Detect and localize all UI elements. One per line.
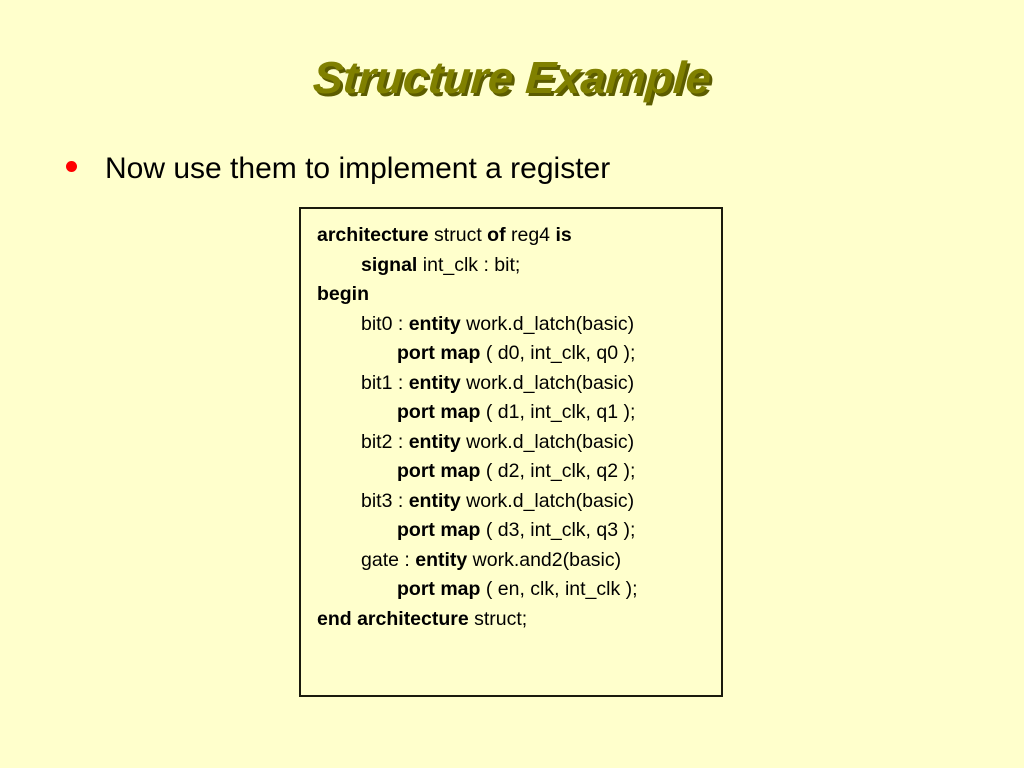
code-identifier: reg4 xyxy=(505,224,556,246)
code-identifier: work.d_latch(basic) xyxy=(460,312,635,335)
code-keyword: port map xyxy=(397,342,481,364)
code-identifier: work.d_latch(basic) xyxy=(460,489,635,512)
bullet-list-item: Now use them to implement a register xyxy=(66,152,610,186)
code-line: end architecture struct; xyxy=(311,605,711,635)
code-keyword: begin xyxy=(317,283,369,305)
code-identifier: bit1 : xyxy=(361,371,409,394)
code-line: bit2 : entity work.d_latch(basic) xyxy=(311,428,711,458)
bullet-dot-icon xyxy=(66,161,77,172)
code-line: bit1 : entity work.d_latch(basic) xyxy=(311,369,711,399)
code-keyword: port map xyxy=(397,401,481,423)
code-line: port map ( d3, int_clk, q3 ); xyxy=(311,516,711,546)
code-identifier: struct; xyxy=(468,607,528,630)
code-identifier: gate : xyxy=(361,548,416,571)
code-line: bit0 : entity work.d_latch(basic) xyxy=(311,310,711,340)
code-identifier: work.and2(basic) xyxy=(467,548,622,571)
code-keyword: is xyxy=(555,224,572,246)
code-keyword: entity xyxy=(408,371,461,394)
code-keyword: entity xyxy=(408,430,461,453)
code-identifier: ( d0, int_clk, q0 ); xyxy=(480,342,636,364)
code-identifier: ( d1, int_clk, q1 ); xyxy=(480,401,636,423)
code-keyword: of xyxy=(487,224,506,246)
code-identifier: work.d_latch(basic) xyxy=(460,430,635,453)
code-line: signal int_clk : bit; xyxy=(311,251,711,281)
code-identifier: ( d2, int_clk, q2 ); xyxy=(480,460,636,482)
code-line: port map ( d1, int_clk, q1 ); xyxy=(311,398,711,428)
code-line: gate : entity work.and2(basic) xyxy=(311,546,711,576)
code-line: port map ( en, clk, int_clk ); xyxy=(311,575,711,605)
code-keyword: port map xyxy=(397,460,481,482)
code-identifier: bit0 : xyxy=(361,312,409,335)
code-keyword: architecture xyxy=(317,224,429,246)
code-line: port map ( d0, int_clk, q0 ); xyxy=(311,339,711,369)
code-keyword: end architecture xyxy=(317,607,469,630)
code-identifier: struct xyxy=(428,224,488,246)
code-identifier: ( en, clk, int_clk ); xyxy=(480,578,638,600)
code-identifier: ( d3, int_clk, q3 ); xyxy=(480,519,636,541)
code-identifier: bit3 : xyxy=(361,489,409,512)
code-keyword: signal xyxy=(361,253,418,276)
code-keyword: port map xyxy=(397,519,481,541)
code-line: bit3 : entity work.d_latch(basic) xyxy=(311,487,711,517)
code-line: begin xyxy=(311,280,711,310)
code-line: architecture struct of reg4 is xyxy=(311,221,711,251)
code-keyword: port map xyxy=(397,578,481,600)
code-keyword: entity xyxy=(408,489,461,512)
code-keyword: entity xyxy=(415,548,468,571)
code-identifier: work.d_latch(basic) xyxy=(460,371,635,394)
code-identifier: int_clk : bit; xyxy=(417,253,521,276)
bullet-item-label: Now use them to implement a register xyxy=(105,152,611,185)
code-keyword: entity xyxy=(408,312,461,335)
code-line: port map ( d2, int_clk, q2 ); xyxy=(311,457,711,487)
page-title: Structure Example xyxy=(311,52,713,103)
code-identifier: bit2 : xyxy=(361,430,409,453)
